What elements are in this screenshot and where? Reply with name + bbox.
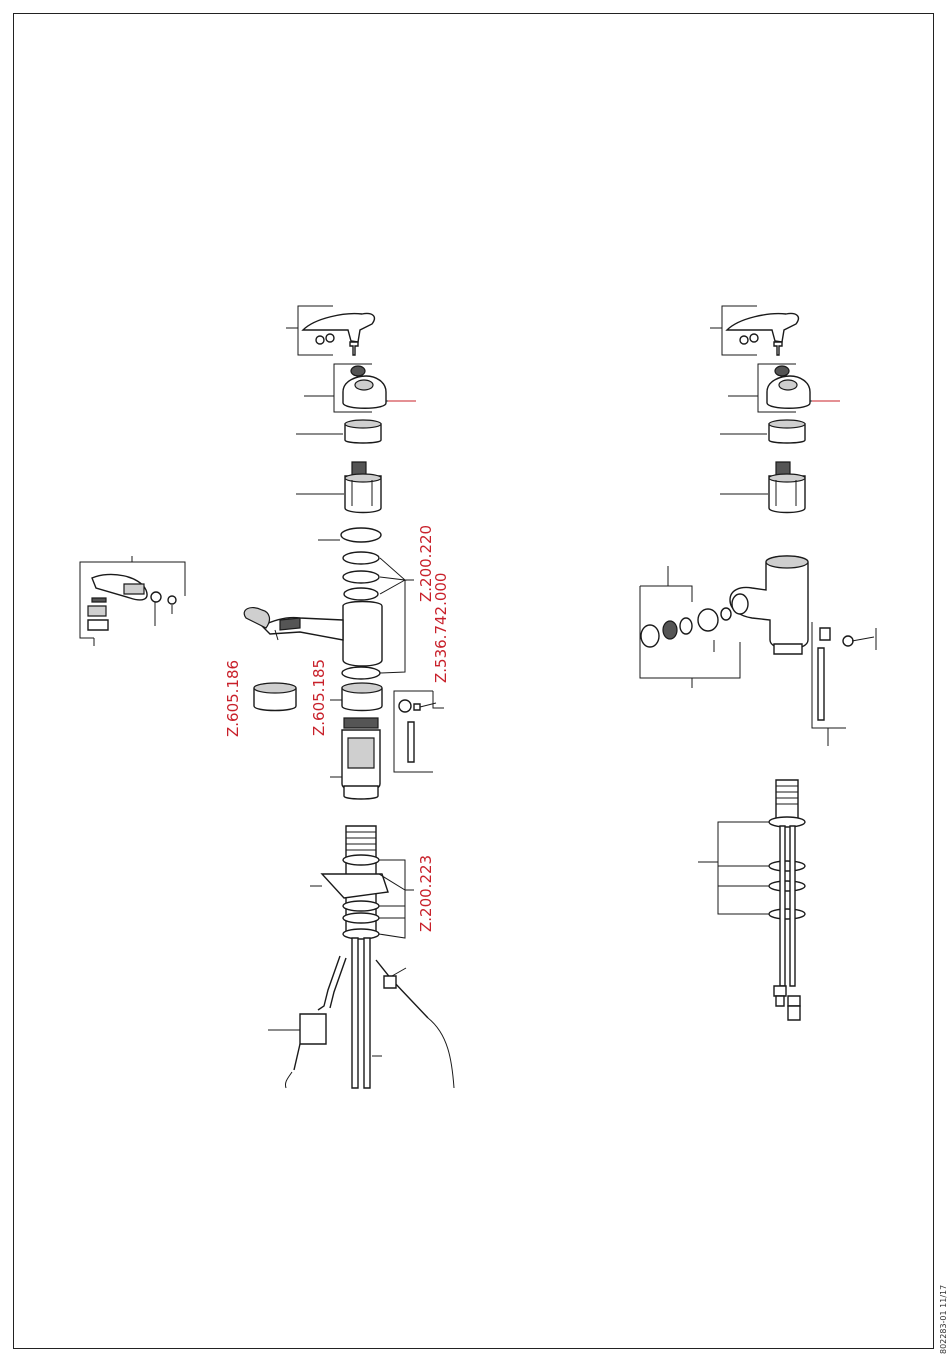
right-pin-kit <box>812 622 876 746</box>
left-hoses <box>268 956 454 1088</box>
right-lever-handle <box>710 306 798 355</box>
spray-head-assembly <box>80 556 185 646</box>
left-ring-b <box>330 683 382 711</box>
left-threaded-mount <box>310 826 414 1088</box>
right-cap-cover <box>728 364 840 412</box>
left-cap-cover <box>304 364 416 412</box>
left-stop-ring <box>296 420 381 443</box>
left-spout-body <box>244 602 382 667</box>
right-aerator-parts <box>640 566 740 688</box>
left-cartridge <box>296 462 381 513</box>
code-mount-seals: Z.200.223 <box>417 855 435 932</box>
left-ring-a <box>254 683 296 711</box>
right-threaded-mount <box>698 780 805 1020</box>
left-diverter-body <box>330 718 380 799</box>
code-left-body-seals: Z.536.742.000 <box>432 573 450 683</box>
left-lever-handle <box>286 306 374 355</box>
code-ring-b: Z.605.185 <box>310 659 328 736</box>
code-ring-a: Z.605.186 <box>224 660 242 737</box>
document-number: 802283-01 11/17 <box>939 1285 948 1354</box>
right-stop-ring <box>720 420 805 443</box>
left-pin-kit <box>394 691 444 772</box>
right-cartridge <box>720 462 805 513</box>
right-spout-body <box>730 556 808 654</box>
